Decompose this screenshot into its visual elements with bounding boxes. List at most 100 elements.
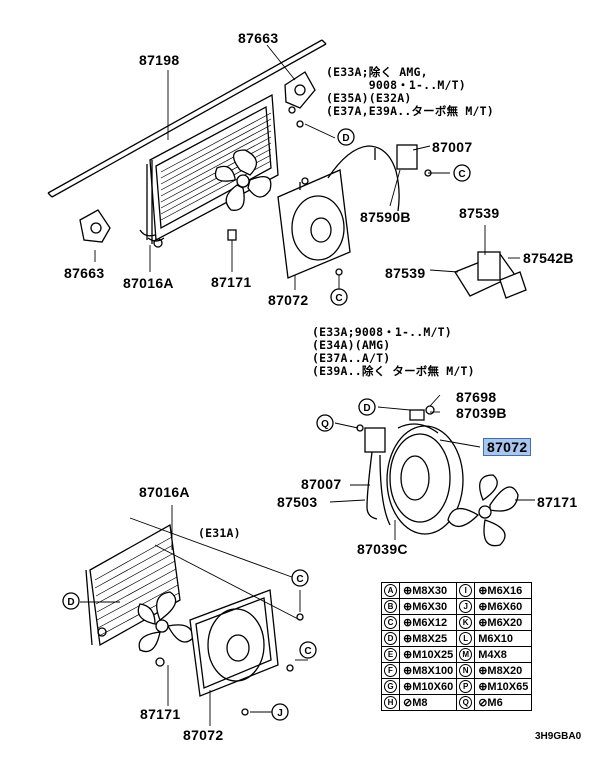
callout-markers [62, 128, 471, 721]
callout-d-top: D [342, 133, 349, 144]
callout-c-top: C [458, 169, 465, 180]
callout-c-bottom-1: C [296, 574, 303, 585]
leader-lines-mid [329, 394, 535, 540]
mount-pad-left [79, 209, 111, 243]
callout-c-bottom-2: C [304, 646, 311, 657]
bolt-key-letter: N [459, 664, 473, 677]
bolt-key: D [381, 630, 400, 647]
bolt-size: ⊕M6X30 [398, 598, 458, 615]
bolt-size: ⊕M8X30 [398, 582, 458, 599]
bolt-size: ⊕M6X60 [474, 598, 533, 615]
shroud-top [277, 169, 351, 279]
callout-q-mid: Q [321, 419, 329, 430]
bolt-key-letter: C [384, 616, 397, 629]
bolt-key: A [381, 582, 400, 599]
bolt-key: K [456, 614, 476, 631]
callout-j-bottom: J [277, 708, 283, 719]
bolt-key: I [456, 582, 476, 599]
callout-d-mid: D [363, 403, 370, 414]
application-note-mid: (E33A;9008・1-..M/T) (E34A)(AMG) (E37A..A… [312, 325, 475, 378]
bolt-key: B [381, 598, 400, 615]
relay-assembly [454, 251, 527, 299]
bolt-key: P [456, 678, 476, 695]
part-87171-mid: 87171 [537, 494, 578, 510]
part-87171-top: 87171 [211, 274, 252, 290]
bolt-key: C [381, 614, 400, 631]
bolt-key-letter: A [384, 584, 397, 597]
part-87698: 87698 [456, 389, 497, 405]
bolt-key-letter: L [459, 632, 473, 645]
bolt-size: M4X8 [474, 646, 533, 663]
wiring-top [327, 144, 432, 212]
bolt-key-letter: K [459, 616, 473, 629]
part-87072-highlight-label: 87072 [483, 438, 532, 456]
bolt-size: ⊕M6X12 [398, 614, 458, 631]
bolt-size: ⊕M6X20 [474, 614, 533, 631]
bolt-key: F [381, 662, 400, 679]
part-87016a-bottom: 87016A [139, 484, 190, 500]
bolt-key: Q [456, 694, 476, 711]
callout-d-bottom: D [67, 597, 74, 608]
part-87039c: 87039C [357, 541, 408, 557]
bolt-key: N [456, 662, 476, 679]
leader-lines-top [94, 44, 520, 290]
seal-strip [47, 39, 327, 198]
bolt-key-letter: P [459, 680, 473, 693]
leader-lines-bottom [80, 505, 308, 726]
diagram-code: 3H9GBA0 [535, 731, 582, 742]
bolt-size: ⊘M8 [398, 694, 458, 711]
bolt-key-letter: M [459, 648, 473, 661]
part-87016a-top: 87016A [123, 275, 174, 291]
bolt-size: ⊕M10X65 [474, 678, 533, 695]
bolt-key-letter: G [384, 680, 397, 693]
callout-letters: D C C D Q D C C J [67, 133, 465, 719]
bolt-key-letter: E [384, 648, 397, 661]
part-87503: 87503 [277, 494, 318, 510]
bolt-key-letter: I [459, 584, 473, 597]
part-87198: 87198 [139, 52, 180, 68]
bolt-size: ⊕M8X25 [398, 630, 458, 647]
bolt-size: M6X10 [474, 630, 533, 647]
bolt-key: J [456, 598, 476, 615]
bolt-key: H [381, 694, 400, 711]
condenser-bottom [85, 523, 181, 647]
application-note-e31a: (E31A) [198, 526, 241, 540]
bolt-key: M [456, 646, 476, 663]
application-note-top: (E33A;除く AMG, 9008・1-..M/T) (E35A)(E32A)… [326, 65, 494, 118]
fan-motor-mid [356, 405, 464, 535]
fan-mid [447, 474, 519, 547]
bolt-size: ⊕M10X25 [398, 646, 458, 663]
bolt-key-letter: B [384, 600, 397, 613]
part-87539-right: 87539 [459, 205, 500, 221]
shroud-bottom [189, 589, 304, 716]
bolt-key-letter: D [384, 632, 397, 645]
part-87171-bottom: 87171 [140, 706, 181, 722]
bolt-key: E [381, 646, 400, 663]
bolt-key-letter: H [384, 696, 397, 709]
part-87663-left: 87663 [64, 265, 105, 281]
bolt-size: ⊘M6 [474, 694, 533, 711]
part-87542b: 87542B [523, 250, 574, 266]
bolt-size: ⊕M6X16 [474, 582, 533, 599]
bolt-key-letter: Q [459, 696, 473, 709]
bolt-key-letter: J [459, 600, 473, 613]
part-87072-highlighted[interactable]: 87072 [483, 438, 532, 456]
bolt-size: ⊕M10X60 [398, 678, 458, 695]
part-87663-top: 87663 [238, 30, 279, 46]
bolt-key: G [381, 678, 400, 695]
callout-c-shroud: C [335, 293, 342, 304]
bolt-size: ⊕M8X100 [398, 662, 458, 679]
part-87072-bottom: 87072 [183, 727, 224, 743]
condenser-top [139, 93, 279, 248]
part-87007-mid: 87007 [301, 476, 342, 492]
bolt-key-letter: F [384, 664, 397, 677]
